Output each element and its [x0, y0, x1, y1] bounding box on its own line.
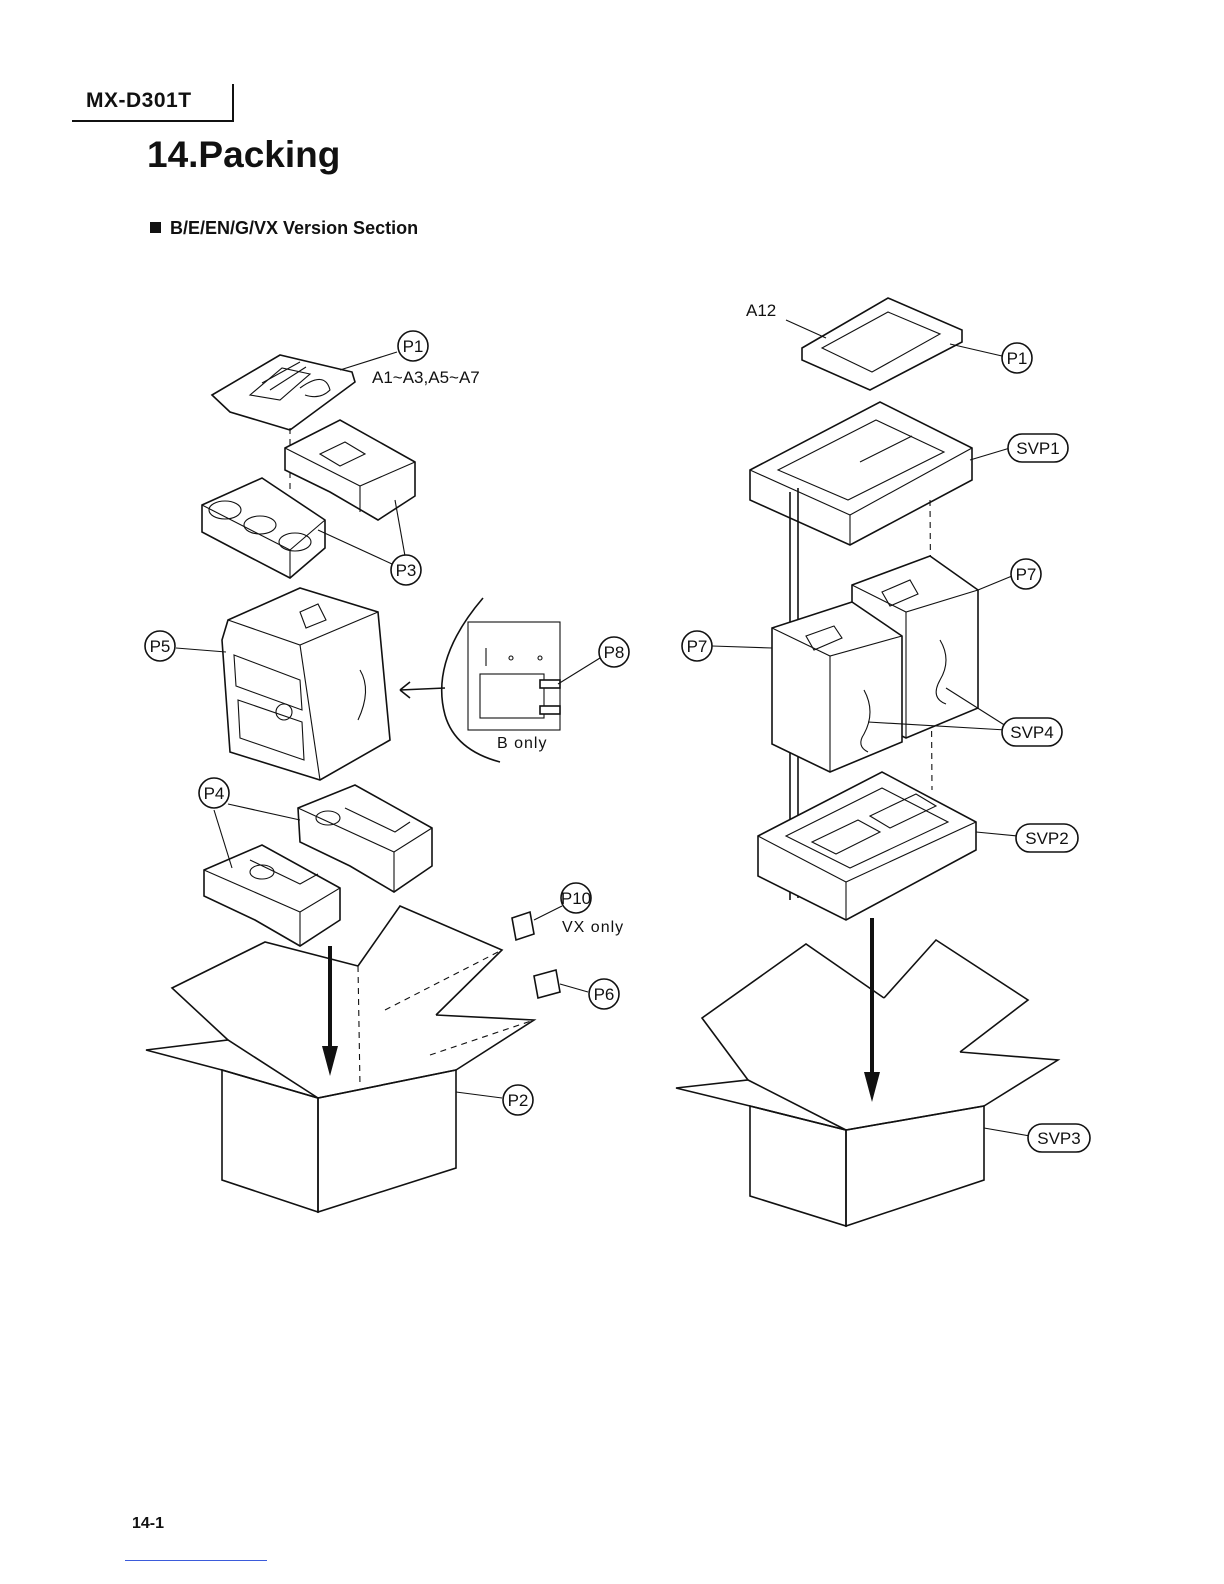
leader-p4-a — [228, 804, 300, 820]
svg-text:P4: P4 — [204, 784, 225, 803]
label-svp3: SVP3 — [1028, 1124, 1090, 1152]
leader-p5 — [176, 648, 226, 652]
left-carton — [146, 906, 534, 1212]
label-p7-top: P7 — [1011, 559, 1041, 589]
leader-p1-right — [950, 344, 1002, 356]
svg-text:P10: P10 — [561, 889, 591, 908]
label-p2: P2 — [503, 1085, 533, 1115]
manual-a12 — [802, 298, 962, 390]
leader-p10 — [534, 906, 562, 920]
label-svp2: SVP2 — [1016, 824, 1078, 852]
upper-cushion-front — [202, 478, 325, 578]
svg-text:SVP4: SVP4 — [1010, 723, 1053, 742]
page-number: 14-1 — [132, 1515, 164, 1533]
leader-svp1 — [970, 448, 1010, 460]
main-unit-bagged — [222, 588, 390, 780]
sheet-p6 — [534, 970, 560, 998]
leader-p8 — [558, 658, 600, 684]
label-p6: P6 — [589, 979, 619, 1009]
leader-p2 — [456, 1092, 502, 1098]
label-svp1: SVP1 — [1008, 434, 1068, 462]
svg-text:P3: P3 — [396, 561, 417, 580]
label-p1-left: P1 — [398, 331, 428, 361]
footer-rule — [125, 1560, 267, 1561]
leader-p3-b — [318, 530, 392, 564]
svg-text:P1: P1 — [1007, 349, 1028, 368]
right-insert-arrow — [864, 918, 880, 1102]
svg-text:P6: P6 — [594, 985, 615, 1004]
leader-p7-top — [978, 576, 1012, 590]
svg-text:P7: P7 — [687, 637, 708, 656]
svg-text:P2: P2 — [508, 1091, 529, 1110]
svg-text:P7: P7 — [1016, 565, 1037, 584]
left-insert-arrow — [322, 946, 338, 1076]
label-p4: P4 — [199, 778, 229, 808]
lower-cushion-front — [204, 845, 340, 946]
svg-text:SVP2: SVP2 — [1025, 829, 1068, 848]
label-p7-left: P7 — [682, 631, 712, 661]
label-p10: P10 — [561, 883, 591, 913]
label-a12: A12 — [746, 301, 776, 320]
leader-svp3 — [984, 1128, 1030, 1136]
svg-text:SVP3: SVP3 — [1037, 1129, 1080, 1148]
svg-text:P5: P5 — [150, 637, 171, 656]
leader-p3-a — [395, 500, 405, 556]
label-p8: P8 — [599, 637, 629, 667]
leader-p7-left — [712, 646, 772, 648]
sheet-p10 — [512, 912, 534, 940]
label-p5: P5 — [145, 631, 175, 661]
label-p1-right: P1 — [1002, 343, 1032, 373]
leader-p6 — [560, 984, 588, 992]
svg-text:SVP1: SVP1 — [1016, 439, 1059, 458]
svg-text:P8: P8 — [604, 643, 625, 662]
label-vx-only: VX only — [562, 919, 624, 936]
leader-p4-b — [214, 810, 232, 868]
accessory-bag — [212, 355, 355, 430]
speaker-front — [772, 602, 902, 772]
label-svp4: SVP4 — [1002, 718, 1062, 746]
label-b-only: B only — [497, 735, 547, 752]
svg-text:P1: P1 — [403, 337, 424, 356]
label-accessories: A1~A3,A5~A7 — [372, 368, 480, 387]
label-p3: P3 — [391, 555, 421, 585]
top-tray-svp1 — [750, 402, 972, 545]
leader-svp2 — [976, 832, 1018, 836]
leader-a12 — [786, 320, 826, 338]
